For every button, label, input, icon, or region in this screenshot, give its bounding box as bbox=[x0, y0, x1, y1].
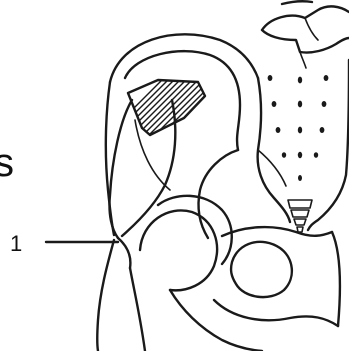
sacrum-right-edge bbox=[308, 60, 349, 230]
muscle-inner-line bbox=[135, 120, 170, 190]
femur-lateral-edge bbox=[97, 240, 114, 351]
obturator-foramen bbox=[231, 242, 292, 297]
sacrum-left-edge bbox=[258, 78, 290, 222]
pubic-ramus-lower bbox=[214, 300, 338, 326]
acetabulum-rim bbox=[158, 196, 232, 264]
femoral-head bbox=[140, 210, 217, 290]
pubic-ramus-upper bbox=[222, 227, 332, 236]
femur-medial-edge bbox=[130, 268, 145, 351]
vertebra-process bbox=[300, 18, 318, 68]
greater-trochanter bbox=[118, 238, 130, 268]
muscle-outline-right bbox=[122, 100, 175, 236]
callout-label-1: 1 bbox=[10, 231, 22, 256]
sacral-foramina bbox=[268, 75, 329, 181]
iliac-crest-outer bbox=[110, 34, 258, 82]
lumbar-vertebra bbox=[262, 1, 349, 52]
hatched-muscle-area bbox=[82, 70, 256, 160]
muscle-outline bbox=[109, 100, 132, 238]
ilium-inner-curve bbox=[198, 150, 238, 238]
ischium bbox=[170, 290, 262, 351]
partial-letter: s bbox=[0, 141, 14, 185]
pubic-symphysis bbox=[332, 232, 340, 326]
